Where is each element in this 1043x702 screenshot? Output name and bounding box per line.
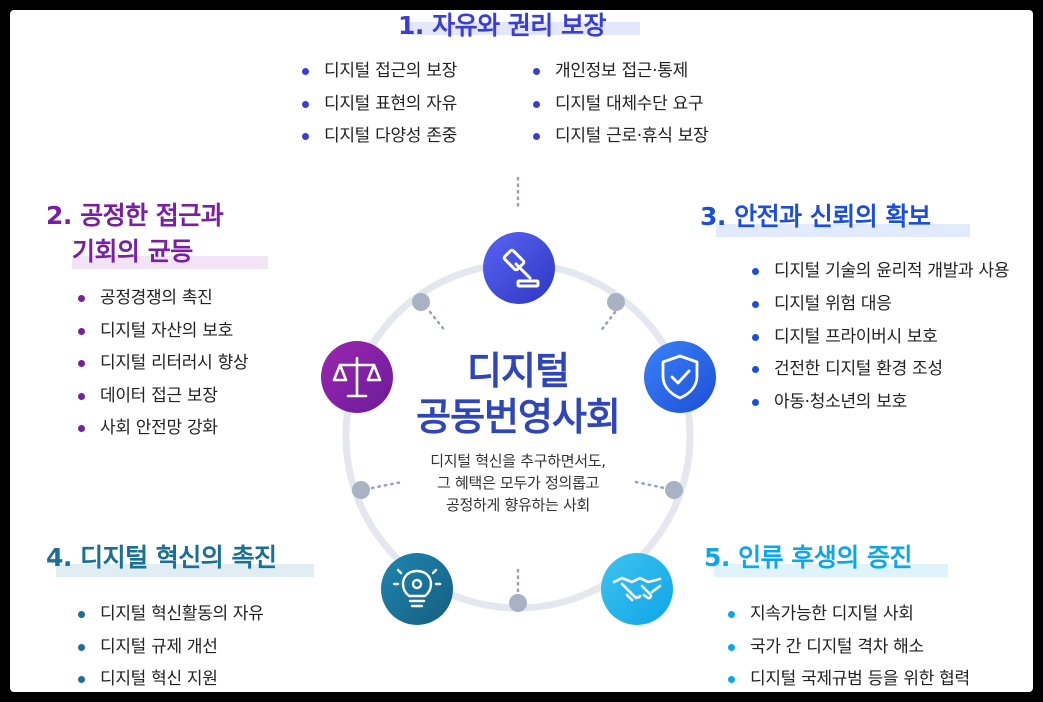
- s3-list: 디지털 기술의 윤리적 개발과 사용 디지털 위험 대응 디지털 프라이버시 보…: [750, 256, 1009, 418]
- shield-check-icon: [644, 341, 716, 413]
- list-item: 디지털 혁신 지원: [76, 663, 264, 692]
- list-item: 디지털 기술의 윤리적 개발과 사용: [750, 256, 1009, 288]
- s1-list-col2: 개인정보 접근·통제 디지털 대체수단 요구 디지털 근로·휴식 보장: [531, 55, 709, 153]
- s2-title-line1: 2. 공정한 접근과: [46, 201, 224, 230]
- list-item: 디지털 위험 대응: [750, 288, 1009, 321]
- list-item: 디지털 국제규범 등을 위한 협력: [726, 663, 970, 692]
- list-item: 아동·청소년의 보호: [750, 386, 1009, 419]
- s1-title-highlight: [408, 22, 640, 35]
- center-block: 디지털 공동번영사회 디지털 혁신을 추구하면서도, 그 혜택은 모두가 정의롭…: [378, 340, 658, 540]
- s5-title-highlight: [714, 564, 948, 577]
- ring-node: [509, 594, 527, 612]
- list-item: 디지털 다양성 존중: [300, 120, 457, 153]
- center-title-line1: 디지털: [467, 349, 570, 393]
- dotted-connectors: [370, 176, 666, 594]
- list-item: 디지털 규제 개선: [76, 631, 264, 664]
- s2-title: 2. 공정한 접근과 기회의 균등: [46, 198, 224, 270]
- scales-icon: [321, 341, 393, 413]
- list-item: 디지털 대체수단 요구: [531, 88, 708, 121]
- list-item: 디지털 혁신활동의 자유: [76, 598, 264, 631]
- ring-node: [412, 293, 430, 311]
- gavel-icon: [483, 232, 555, 304]
- list-item: 사회 안전망 강화: [76, 412, 248, 445]
- diagram-panel: 1. 자유와 권리 보장 디지털 접근의 보장 디지털 표현의 자유 디지털 다…: [10, 10, 1033, 692]
- handshake-icon: [601, 553, 673, 625]
- s4-title-highlight: [56, 564, 314, 577]
- ring-node: [352, 481, 370, 499]
- list-item: 디지털 자산의 보호: [76, 315, 248, 348]
- s3-title: 3. 안전과 신뢰의 확보: [700, 202, 931, 231]
- center-subtitle: 디지털 혁신을 추구하면서도, 그 혜택은 모두가 정의롭고 공정하게 향유하는…: [430, 452, 606, 514]
- ring-node: [607, 293, 625, 311]
- s1-title: 1. 자유와 권리 보장: [398, 11, 607, 40]
- list-item: 데이터 접근 보장: [76, 380, 248, 413]
- s5-title: 5. 인류 후생의 증진: [704, 543, 913, 572]
- s5-list: 지속가능한 디지털 사회 국가 간 디지털 격차 해소 디지털 국제규범 등을 …: [726, 598, 970, 692]
- list-item: 개인정보 접근·통제: [531, 55, 708, 88]
- ring-nodes: [352, 293, 683, 612]
- list-item: 공정경쟁의 촉진: [76, 282, 248, 315]
- list-item: 디지털 프라이버시 보호: [750, 321, 1009, 354]
- ring-node: [665, 481, 683, 499]
- list-item: 디지털 근로·휴식 보장: [531, 120, 709, 153]
- s4-title: 4. 디지털 혁신의 촉진: [46, 543, 277, 572]
- list-item: 디지털 접근의 보장: [300, 55, 457, 88]
- s4-list: 디지털 혁신활동의 자유 디지털 규제 개선 디지털 혁신 지원: [76, 598, 264, 692]
- list-item: 디지털 표현의 자유: [300, 88, 457, 121]
- s2-list: 공정경쟁의 촉진 디지털 자산의 보호 디지털 리터러시 향상 데이터 접근 보…: [76, 282, 249, 445]
- center-title-line2: 공동번영사회: [416, 395, 621, 439]
- list-item: 디지털 리터러시 향상: [76, 347, 249, 380]
- list-item: 지속가능한 디지털 사회: [726, 598, 970, 631]
- lightbulb-icon: [381, 553, 453, 625]
- list-item: 건전한 디지털 환경 조성: [750, 353, 1009, 386]
- s1-list-col1: 디지털 접근의 보장 디지털 표현의 자유 디지털 다양성 존중: [300, 55, 457, 153]
- s3-title-highlight: [716, 224, 970, 237]
- list-item: 국가 간 디지털 격차 해소: [726, 631, 970, 664]
- s2-title-line2: 기회의 균등: [72, 237, 193, 266]
- s2-title-highlight: [72, 256, 268, 269]
